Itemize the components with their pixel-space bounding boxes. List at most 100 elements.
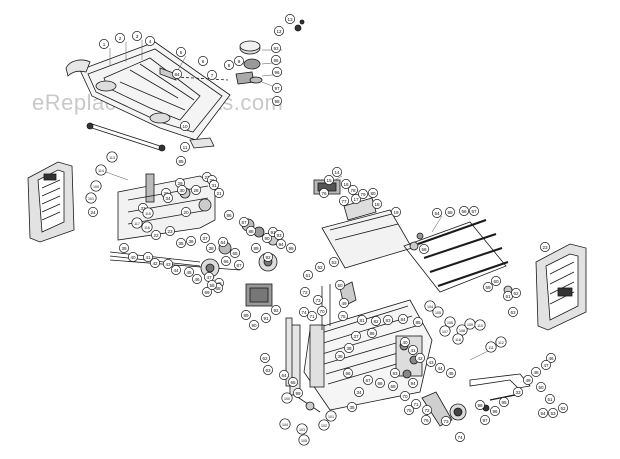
callout-number: 94	[278, 242, 284, 247]
callout-number: 38	[208, 246, 214, 251]
callout-41: 41	[143, 252, 153, 262]
callout-number: 95	[501, 400, 507, 405]
callout-number: 19	[393, 210, 399, 215]
callout-40: 40	[128, 252, 138, 262]
callout-number: 74	[301, 310, 307, 315]
callout-number: 73	[443, 419, 449, 424]
callout-88: 88	[246, 226, 256, 236]
callout-number: 77	[341, 199, 347, 204]
callout-number: 52	[317, 265, 323, 270]
callout-21: 21	[214, 188, 224, 198]
callout-number: 43	[165, 262, 171, 267]
callout-number: 70	[402, 394, 408, 399]
callout-17: 17	[351, 194, 361, 204]
callout-number: 42	[152, 261, 158, 266]
callout-39: 39	[335, 351, 345, 361]
callout-number: 41	[410, 348, 416, 353]
callout-number: 91	[263, 316, 269, 321]
callout-number: 12	[276, 29, 282, 34]
callout-102: 102	[318, 419, 330, 431]
callout-number: 100	[93, 185, 99, 189]
callout-number: 40	[130, 255, 136, 260]
callout-number: 22	[153, 233, 159, 238]
callout-number: 80	[370, 191, 376, 196]
callout-38: 38	[344, 343, 354, 353]
callout-number: 76	[423, 418, 429, 423]
callout-54: 54	[432, 208, 442, 218]
callout-number: 112	[498, 341, 504, 345]
callout-113: 113	[106, 151, 118, 163]
callout-106: 106	[444, 316, 456, 328]
leader-lines	[105, 40, 491, 361]
callout-number: 94	[410, 381, 416, 386]
callout-114: 114	[95, 164, 107, 176]
callout-65: 65	[230, 248, 240, 258]
callout-number: 95	[288, 246, 294, 251]
callout-40: 40	[400, 337, 410, 347]
callout-number: 49	[341, 301, 347, 306]
column-posts	[285, 317, 321, 413]
callout-76: 76	[421, 415, 431, 425]
callout-47: 47	[541, 360, 551, 370]
callout-number: 36	[188, 239, 194, 244]
callout-74: 74	[455, 432, 465, 442]
callout-59: 59	[483, 282, 493, 292]
callout-34: 34	[163, 193, 173, 203]
callout-51: 51	[545, 394, 555, 404]
callout-86: 86	[224, 210, 234, 220]
callout-number: 102	[321, 424, 327, 428]
callout-1: 1	[99, 39, 109, 49]
callout-number: 113	[109, 156, 115, 160]
callout-number: 33	[515, 390, 521, 395]
callout-96: 96	[490, 406, 500, 416]
callout-96: 96	[272, 67, 282, 77]
callout-number: 64	[220, 240, 226, 245]
callout-53: 53	[329, 257, 339, 267]
callout-number: 104	[282, 423, 288, 427]
callout-71: 71	[411, 399, 421, 409]
callout-number: 46	[194, 277, 200, 282]
callout-number: 29	[177, 181, 183, 186]
left-side-cover	[27, 161, 75, 243]
callout-number: 64	[281, 373, 287, 378]
callout-63: 63	[263, 365, 273, 375]
callout-number: 70	[319, 309, 325, 314]
callout-number: 21	[216, 191, 222, 196]
callout-77: 77	[339, 196, 349, 206]
callout-37: 37	[351, 331, 361, 341]
callout-34: 34	[354, 387, 364, 397]
callout-100: 100	[281, 392, 293, 404]
callout-14: 14	[332, 167, 342, 177]
callout-48: 48	[531, 367, 541, 377]
callout-number: 90	[251, 323, 257, 328]
callout-65: 65	[288, 377, 298, 387]
callout-number: 82	[373, 319, 379, 324]
callout-85: 85	[176, 156, 186, 166]
callout-number: 81	[359, 318, 365, 323]
callout-4: 4	[145, 36, 155, 46]
callout-93: 93	[271, 43, 281, 53]
callout-number: 115	[145, 212, 151, 216]
callout-8: 8	[224, 60, 234, 70]
callout-66: 66	[343, 368, 353, 378]
callout-number: 37	[202, 236, 208, 241]
callout-number: 101	[328, 415, 334, 419]
callout-number: 69	[390, 384, 396, 389]
callout-number: 6	[202, 59, 205, 64]
callout-number: 92	[273, 308, 279, 313]
callout-116: 116	[141, 221, 153, 233]
callout-92: 92	[271, 305, 281, 315]
callout-72: 72	[300, 287, 310, 297]
callout-110: 110	[474, 319, 486, 331]
callout-104: 104	[424, 300, 436, 312]
callout-number: 114	[98, 169, 104, 173]
callout-33: 33	[513, 387, 523, 397]
callout-number: 71	[309, 314, 315, 319]
callout-number: 87	[241, 220, 247, 225]
callout-number: 105	[435, 311, 441, 315]
callout-number: 50	[337, 283, 343, 288]
callout-number: 2	[119, 36, 122, 41]
callout-81: 81	[357, 315, 367, 325]
callout-number: 34	[165, 196, 171, 201]
callout-number: 31	[211, 183, 217, 188]
